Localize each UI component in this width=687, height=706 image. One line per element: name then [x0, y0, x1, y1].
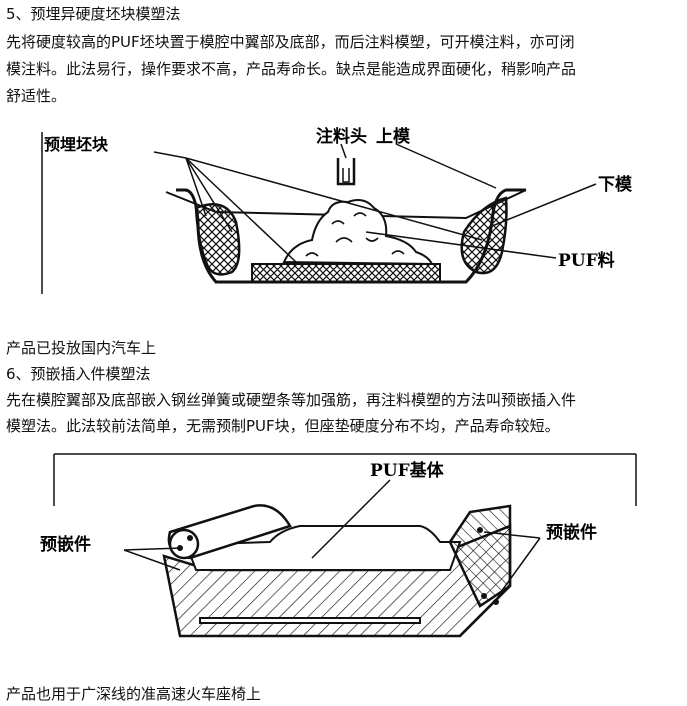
section5-paragraph-line1: 先将硬度较高的PUF坯块置于模腔中翼部及底部，而后注料模塑，可开模注料，亦可闭 — [6, 33, 575, 51]
section5-paragraph-line2: 模注料。此法易行，操作要求不高，产品寿命长。缺点是能造成界面硬化，稍影响产品 — [6, 60, 577, 78]
section5-note: 产品已投放国内汽车上 — [6, 339, 157, 357]
label-insert-right: 预嵌件 — [546, 522, 597, 543]
section6-note: 产品也用于广深线的准高速火车座椅上 — [6, 685, 262, 703]
section5-paragraph-line3: 舒适性。 — [6, 87, 67, 105]
injection-nozzle — [336, 158, 356, 186]
puf-base-body — [188, 525, 462, 571]
section6-paragraph-line1: 先在模腔翼部及底部嵌入钢丝弹簧或硬塑条等加强筋，再注料模塑的方法叫预嵌插入件 — [6, 391, 577, 409]
bottom-preform-block — [251, 263, 441, 283]
left-preform-block — [194, 203, 241, 276]
label-puf-base-body: PUF基体 — [370, 460, 445, 481]
insert-mold-diagram: PUF基体 预嵌件 预嵌件 — [40, 453, 637, 638]
label-insert-left: 预嵌件 — [40, 534, 91, 555]
puf-foam-mass — [282, 199, 434, 266]
label-upper-mold: 上模 — [376, 126, 411, 147]
label-injection-nozzle: 注料头 — [316, 126, 367, 147]
bottom-insert-bar — [199, 617, 421, 624]
right-insert-rod — [477, 527, 483, 533]
section5-heading: 5、预埋异硬度坯块模塑法 — [6, 5, 181, 23]
right-preform-block — [460, 196, 508, 275]
label-puf-material: PUF料 — [558, 250, 615, 271]
preform-mold-diagram: 预埋坯块 注料头 上模 下模 PUF料 — [41, 126, 633, 294]
section6-paragraph-line2: 模塑法。此法较前法简单，无需预制PUF块，但座垫硬度分布不均，产品寿命较短。 — [6, 417, 560, 435]
label-preform-block: 预埋坯块 — [44, 135, 109, 154]
right-wing-block — [448, 504, 512, 608]
label-lower-mold: 下模 — [598, 174, 633, 195]
section6-heading: 6、预嵌插入件模塑法 — [6, 365, 151, 383]
